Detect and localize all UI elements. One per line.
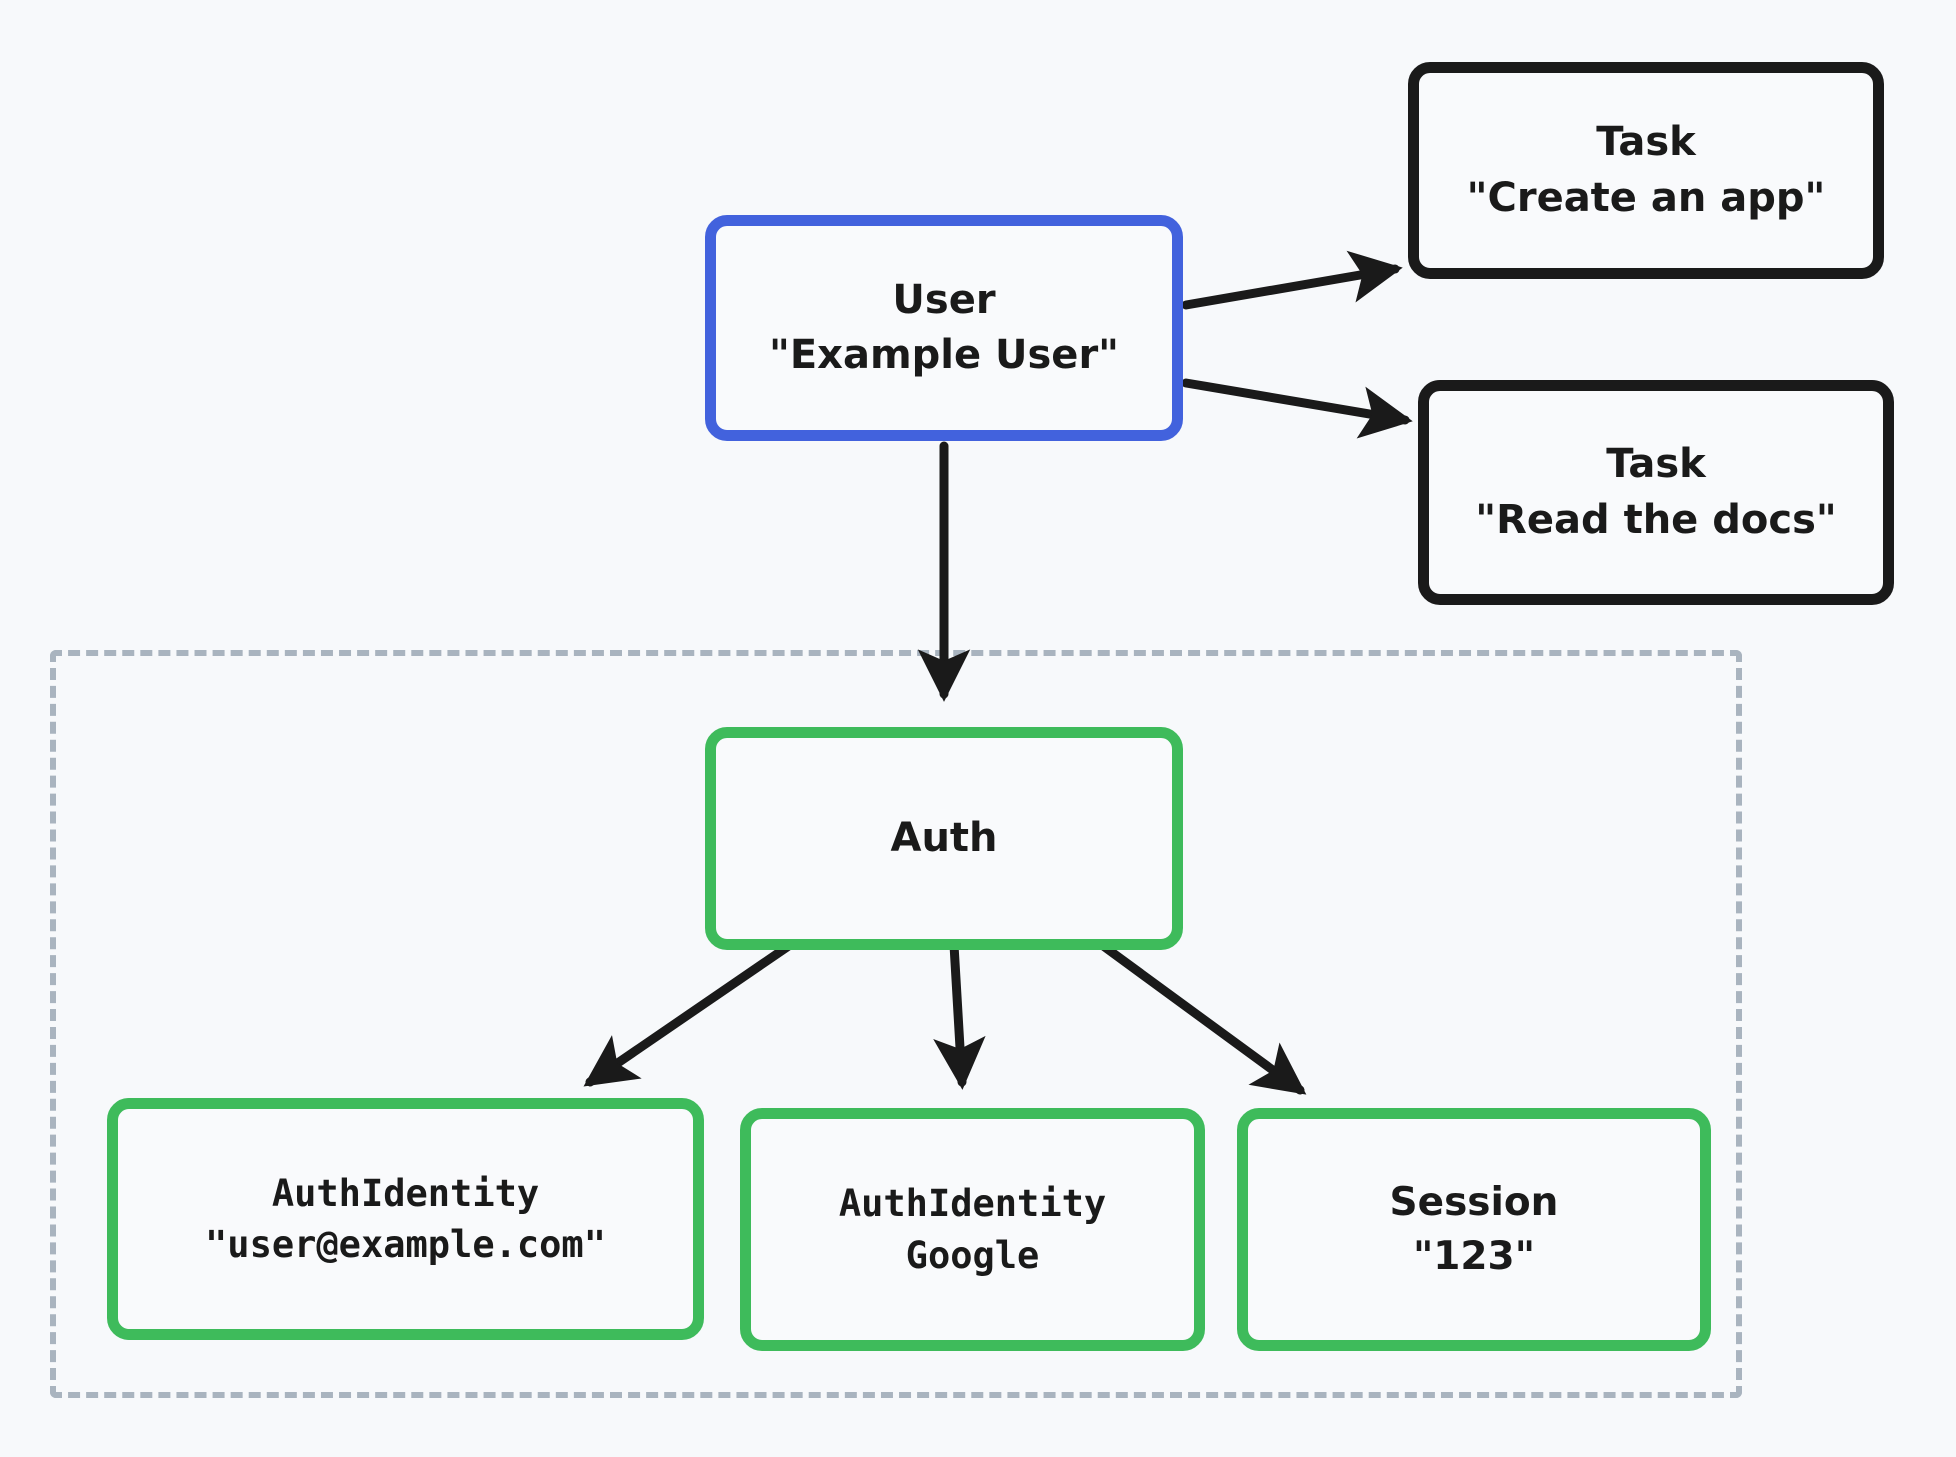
edge-user-to-task-create-app: [1181, 250, 1403, 310]
node-auth-type: Auth: [890, 814, 998, 861]
node-task-read-docs-value: "Read the docs": [1475, 496, 1837, 543]
node-auth-identity-email-type: AuthIdentity: [271, 1171, 540, 1215]
node-auth-identity-email-value: "user@example.com": [205, 1223, 606, 1266]
node-auth[interactable]: Auth: [705, 727, 1183, 950]
node-session-type: Session: [1389, 1179, 1559, 1225]
node-user[interactable]: User "Example User": [705, 215, 1183, 441]
node-task-create-app-value: "Create an app": [1466, 174, 1826, 221]
node-user-value: "Example User": [768, 332, 1120, 378]
node-auth-identity-google-value: Google: [905, 1233, 1040, 1277]
node-auth-identity-google[interactable]: AuthIdentity Google: [740, 1108, 1205, 1351]
node-task-read-docs[interactable]: Task "Read the docs": [1418, 380, 1894, 605]
auth-group-container: [50, 650, 1742, 1398]
node-auth-identity-email[interactable]: AuthIdentity "user@example.com": [107, 1098, 704, 1340]
node-user-type: User: [892, 276, 996, 323]
node-task-create-app-type: Task: [1596, 119, 1696, 166]
node-session-value: "123": [1412, 1233, 1536, 1279]
edge-user-to-task-read-docs: [1181, 378, 1413, 439]
node-session[interactable]: Session "123": [1237, 1108, 1711, 1351]
node-auth-identity-google-type: AuthIdentity: [838, 1182, 1107, 1226]
node-task-create-app[interactable]: Task "Create an app": [1408, 62, 1884, 279]
node-task-read-docs-type: Task: [1606, 441, 1706, 488]
